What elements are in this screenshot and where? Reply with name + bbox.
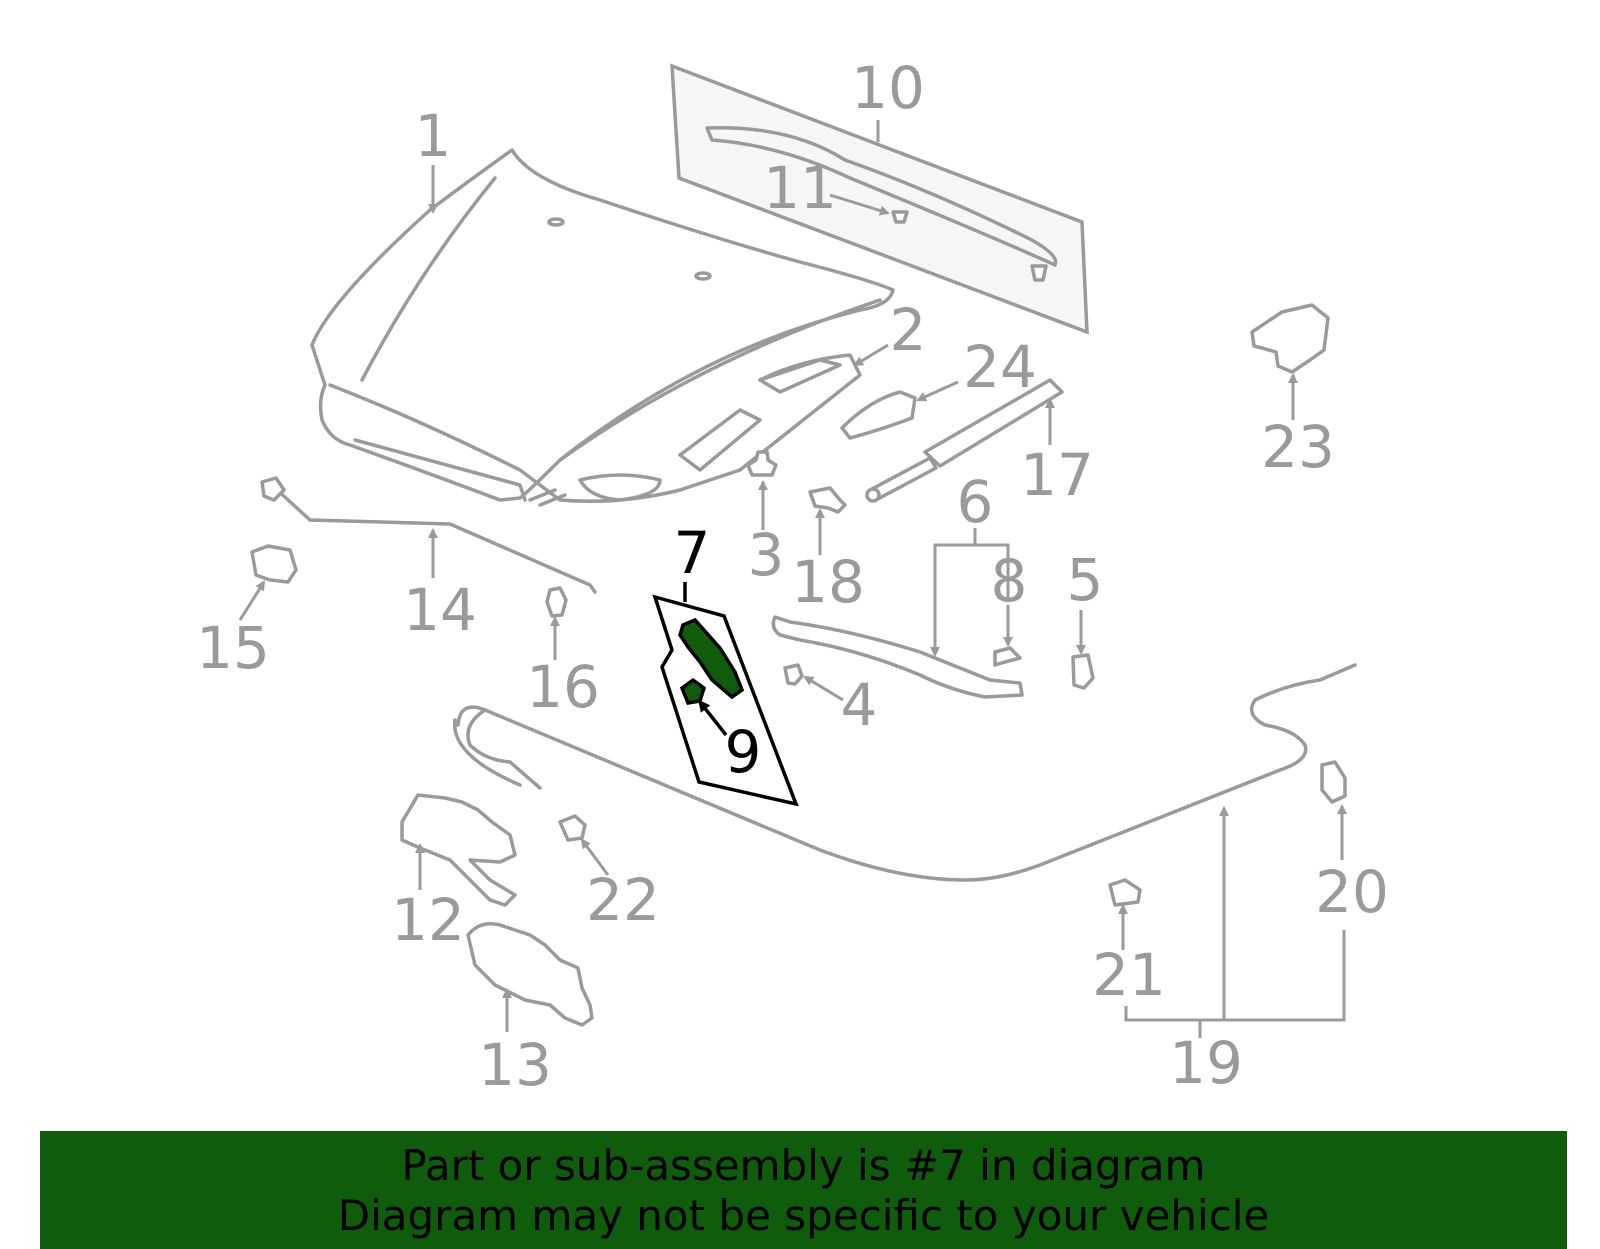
cable-end-20	[1320, 760, 1347, 804]
hood-seal-panel	[670, 63, 1089, 335]
info-banner: Part or sub-assembly is #7 in diagram Di…	[40, 1131, 1567, 1249]
callout-21: 21	[1092, 941, 1166, 1009]
hood-support-strut	[865, 378, 1064, 503]
callout-11: 11	[763, 154, 837, 222]
callout-20: 20	[1315, 858, 1389, 926]
clip-21	[1108, 878, 1142, 907]
hood-latch	[400, 793, 517, 907]
callout-2: 2	[890, 296, 927, 364]
callout-6: 6	[957, 468, 994, 536]
callout-14: 14	[403, 576, 477, 644]
callout-8: 8	[991, 547, 1028, 615]
hood-bumper-5	[1071, 653, 1095, 690]
callout-13: 13	[478, 1031, 552, 1099]
callout-9: 9	[725, 718, 762, 786]
highlight-panel-7	[652, 594, 799, 807]
banner-line-2: Diagram may not be specific to your vehi…	[337, 1191, 1270, 1240]
callout-15: 15	[196, 614, 270, 682]
part-7-highlight	[678, 617, 745, 700]
clip-4	[783, 663, 804, 686]
callout-24: 24	[963, 333, 1037, 401]
callout-4: 4	[841, 671, 878, 739]
hood-bumper-3	[746, 450, 778, 477]
callout-10: 10	[851, 54, 925, 122]
callout-22: 22	[586, 866, 660, 934]
clip-18	[808, 486, 847, 514]
callout-16: 16	[526, 653, 600, 721]
latch-cover	[466, 922, 594, 1027]
banner-line-1: Part or sub-assembly is #7 in diagram	[401, 1141, 1206, 1190]
callout-labels: 1 2 3 4 5 6 7 8 9 10 11 12 13 14 15 16 1…	[196, 54, 1389, 1099]
callout-17: 17	[1020, 441, 1094, 509]
hood-bracket	[840, 390, 917, 440]
prop-rod-holder	[250, 544, 298, 584]
leader-lines-highlight	[683, 582, 728, 737]
callout-23: 23	[1261, 413, 1335, 481]
clip-22	[558, 814, 587, 842]
leader-lines	[238, 120, 1347, 1038]
prop-rod	[260, 476, 597, 594]
hood-stay-support	[771, 615, 1024, 699]
callout-5: 5	[1067, 546, 1104, 614]
grommet-16	[545, 586, 568, 618]
callout-19: 19	[1169, 1029, 1243, 1097]
hood-hinge	[1250, 303, 1330, 374]
hood	[310, 148, 895, 507]
callout-12: 12	[391, 886, 465, 954]
release-cable	[452, 663, 1357, 882]
callout-18: 18	[791, 548, 865, 616]
callout-1: 1	[415, 102, 452, 170]
callout-3: 3	[748, 521, 785, 589]
callout-7: 7	[674, 519, 711, 587]
part-9-highlight	[679, 677, 707, 705]
